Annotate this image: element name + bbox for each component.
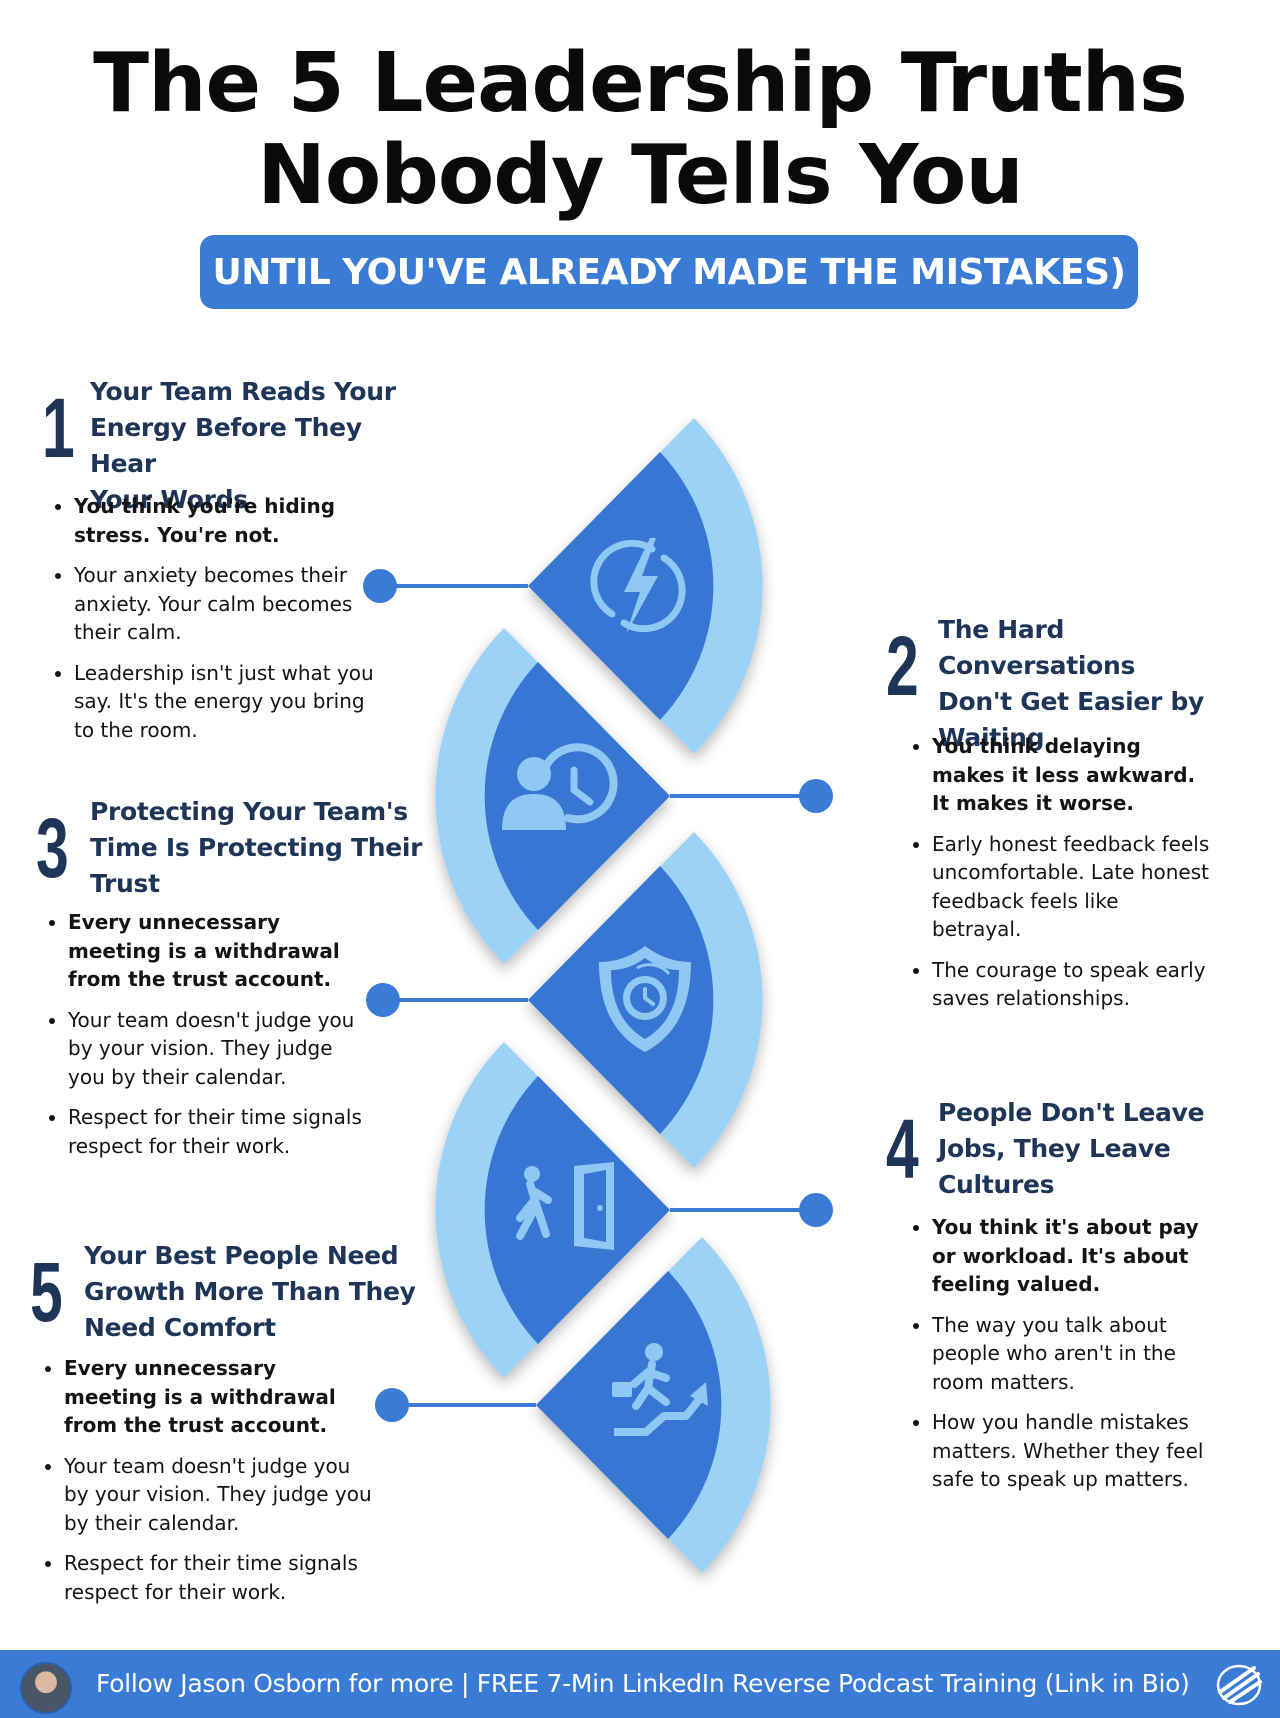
- footer-bar: Follow Jason Osborn for more | FREE 7-Mi…: [0, 1650, 1280, 1718]
- truth-5: 5 Your Best People Need Growth More Than…: [30, 1238, 420, 1638]
- truth-3-bullets: Every unnecessary meeting is a withdrawa…: [42, 908, 368, 1172]
- list-item: You think delaying makes it less awkward…: [932, 732, 1210, 818]
- fan-diagram: [363, 418, 833, 1573]
- truth-2-heading: The Hard Conversations Don't Get Easier …: [938, 615, 1205, 752]
- subtitle-banner: UNTIL YOU'VE ALREADY MADE THE MISTAKES): [200, 235, 1138, 309]
- list-item: The courage to speak early saves relatio…: [932, 956, 1210, 1013]
- list-item: Respect for their time signals respect f…: [64, 1549, 374, 1606]
- list-item: Your anxiety becomes their anxiety. Your…: [74, 561, 378, 647]
- subtitle-text: UNTIL YOU'VE ALREADY MADE THE MISTAKES): [212, 251, 1126, 293]
- truth-5-heading: Your Best People Need Growth More Than T…: [84, 1241, 416, 1342]
- list-item: You think it's about pay or workload. It…: [932, 1213, 1210, 1299]
- segment-5: [536, 1237, 771, 1573]
- segment-3-dot: [366, 983, 400, 1017]
- title-line-1: The 5 Leadership Truths: [93, 36, 1188, 131]
- list-item: Leadership isn't just what you say. It's…: [74, 659, 378, 745]
- list-item: Your team doesn't judge you by your visi…: [68, 1006, 368, 1092]
- truth-1-number: 1: [42, 381, 75, 475]
- truth-1-heading: Your Team Reads Your Energy Before They …: [90, 377, 396, 514]
- segment-5-dot: [375, 1388, 409, 1422]
- list-item: Early honest feedback feels uncomfortabl…: [932, 830, 1210, 944]
- truth-3-number: 3: [36, 801, 69, 895]
- brand-logo-icon: [1216, 1664, 1262, 1706]
- truth-4: 4 People Don't Leave Jobs, They Leave Cu…: [886, 1095, 1266, 1535]
- footer-text[interactable]: Follow Jason Osborn for more | FREE 7-Mi…: [96, 1669, 1190, 1698]
- truth-5-number: 5: [30, 1245, 63, 1339]
- truth-2-bullets: You think delaying makes it less awkward…: [906, 732, 1210, 1025]
- truth-3: 3 Protecting Your Team's Time Is Protect…: [36, 794, 426, 1194]
- list-item: Every unnecessary meeting is a withdrawa…: [64, 1354, 374, 1440]
- truth-5-bullets: Every unnecessary meeting is a withdrawa…: [38, 1354, 374, 1618]
- list-item: The way you talk about people who aren't…: [932, 1311, 1210, 1397]
- list-item: Respect for their time signals respect f…: [68, 1103, 368, 1160]
- segment-1-dot: [363, 569, 397, 603]
- truth-4-number: 4: [886, 1102, 919, 1196]
- segment-1-inner-wedge: [528, 452, 714, 720]
- list-item: You think you're hiding stress. You're n…: [74, 492, 378, 549]
- truth-4-bullets: You think it's about pay or workload. It…: [906, 1213, 1210, 1506]
- page-title: The 5 Leadership Truths Nobody Tells You: [0, 38, 1280, 222]
- list-item: Your team doesn't judge you by your visi…: [64, 1452, 374, 1538]
- truth-2: 2 The Hard Conversations Don't Get Easie…: [886, 612, 1266, 1012]
- truth-2-number: 2: [886, 619, 919, 713]
- truth-1-bullets: You think you're hiding stress. You're n…: [48, 492, 378, 756]
- truth-1: 1 Your Team Reads Your Energy Before The…: [42, 374, 422, 744]
- avatar[interactable]: [20, 1662, 72, 1714]
- list-item: How you handle mistakes matters. Whether…: [932, 1408, 1210, 1494]
- truth-4-heading: People Don't Leave Jobs, They Leave Cult…: [938, 1098, 1205, 1199]
- segment-2-dot: [799, 779, 833, 813]
- title-line-2: Nobody Tells You: [257, 128, 1023, 223]
- list-item: Every unnecessary meeting is a withdrawa…: [68, 908, 368, 994]
- truth-3-heading: Protecting Your Team's Time Is Protectin…: [90, 797, 423, 898]
- segment-5-inner-wedge: [536, 1271, 722, 1539]
- segment-4-dot: [799, 1193, 833, 1227]
